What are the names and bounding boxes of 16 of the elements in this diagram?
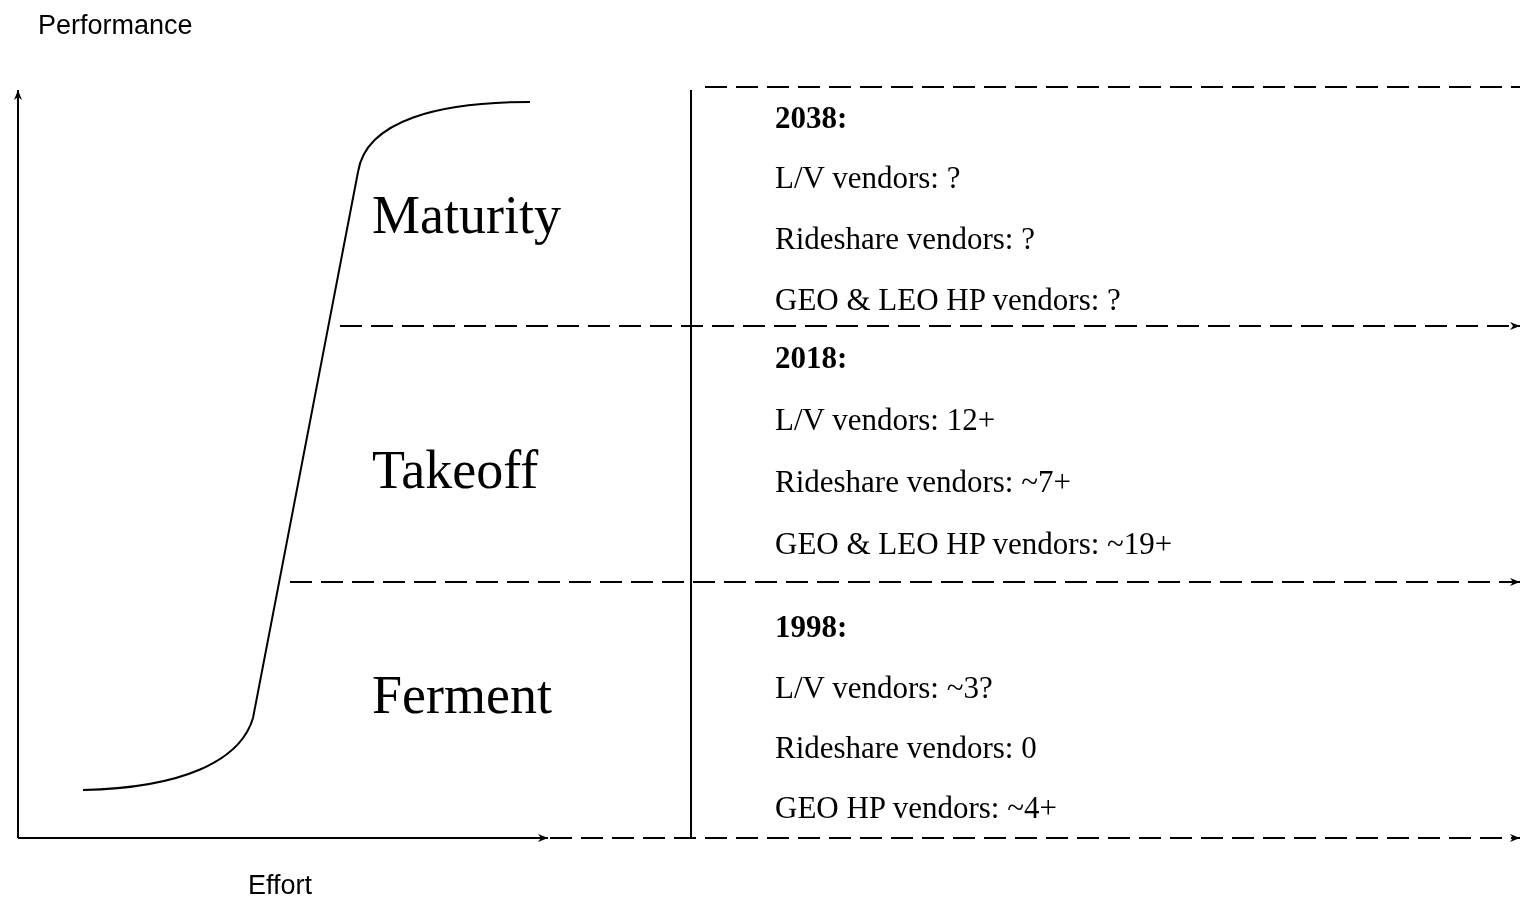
vendor-count: Rideshare vendors: 0 [775, 732, 1037, 763]
vendor-count: Rideshare vendors: ~7+ [775, 466, 1071, 497]
phase-label: Ferment [372, 668, 552, 722]
vendor-count: L/V vendors: ~3? [775, 672, 993, 703]
vendor-count: GEO HP vendors: ~4+ [775, 792, 1057, 823]
vendor-count: GEO & LEO HP vendors: ? [775, 284, 1121, 315]
vendor-count: L/V vendors: ? [775, 162, 961, 193]
year-heading: 2038: [775, 102, 848, 133]
vendor-count: GEO & LEO HP vendors: ~19+ [775, 528, 1173, 559]
phase-label: Takeoff [372, 443, 539, 497]
x-axis-label: Effort [248, 872, 313, 899]
vendor-count: Rideshare vendors: ? [775, 223, 1035, 254]
year-heading: 1998: [775, 611, 848, 642]
y-axis-label: Performance [38, 12, 193, 39]
year-heading: 2018: [775, 342, 848, 373]
vendor-count: L/V vendors: 12+ [775, 404, 996, 435]
